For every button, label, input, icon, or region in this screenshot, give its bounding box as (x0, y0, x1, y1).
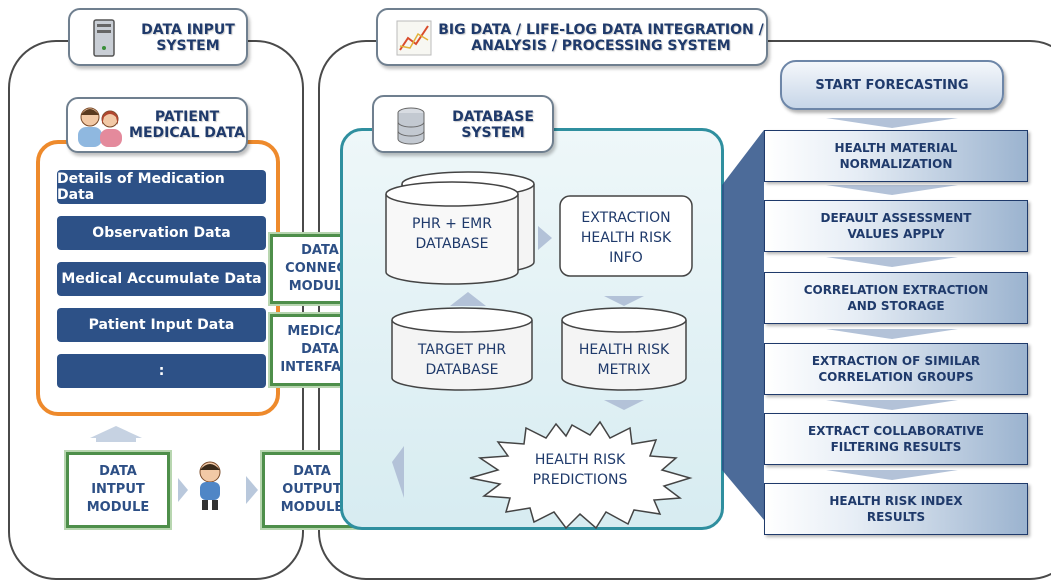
arrow-phr-to-extraction (538, 226, 552, 250)
predictions-line2: PREDICTIONS (533, 472, 628, 488)
step2-line2: VALUES APPLY (847, 227, 945, 241)
left-arrows-layer (90, 426, 258, 504)
data-connect-line1: DATA (301, 243, 339, 258)
forecast-step-normalization: HEALTH MATERIAL NORMALIZATION (764, 130, 1028, 182)
extraction-health-risk-box (559, 195, 693, 277)
extraction-line2: HEALTH RISK (581, 230, 672, 246)
chart-icon (396, 20, 432, 56)
data-output-line2: OUTPUT (282, 482, 342, 497)
arrow-target-to-phr (450, 292, 486, 306)
medication-data-row: Details of Medication Data (57, 170, 266, 204)
medical-data-interface-line1: MEDICAL (287, 324, 353, 339)
medical-data-interface-line3: INTERFACE (280, 360, 360, 375)
health-risk-metrix-cylinder (561, 307, 687, 391)
arrow-start-to-step1 (826, 118, 958, 128)
server-icon (93, 19, 115, 57)
data-output-line3: MODULE (280, 500, 344, 515)
database-icon (397, 107, 425, 145)
arrow-step3-to-step4 (826, 329, 958, 339)
step3-line1: CORRELATION EXTRACTION (803, 283, 989, 297)
data-intput-module: DATA INTPUT MODULE (64, 450, 172, 530)
big-data-system-title-box: BIG DATA / LIFE-LOG DATA INTEGRATION / A… (376, 8, 768, 66)
forecast-step-collaborative-filtering: EXTRACT COLLABORATIVE FILTERING RESULTS (764, 413, 1028, 465)
big-data-title-line2: ANALYSIS / PROCESSING SYSTEM (471, 38, 731, 54)
data-intput-line1: DATA (99, 464, 137, 479)
target-phr-line1: TARGET PHR (417, 342, 506, 358)
health-risk-predictions-starburst (469, 420, 693, 530)
step6-line2: RESULTS (866, 510, 926, 524)
step5-line1: EXTRACT COLLABORATIVE (808, 424, 984, 438)
patient-title-line1: PATIENT (154, 109, 220, 125)
arrow-to-data-output (392, 446, 404, 498)
up-arrow-to-patient-data (90, 426, 142, 438)
big-data-title-line1: BIG DATA / LIFE-LOG DATA INTEGRATION / (438, 22, 764, 38)
medical-accumulate-data-row: Medical Accumulate Data (57, 262, 266, 296)
arrow-step1-to-step2 (826, 185, 958, 195)
data-input-system-title-box: DATA INPUT SYSTEM (68, 8, 248, 66)
patients-icon (78, 107, 122, 147)
extraction-line1: EXTRACTION (581, 210, 670, 226)
data-output-line1: DATA (293, 464, 331, 479)
database-title-line2: SYSTEM (461, 125, 525, 141)
start-forecasting-step: START FORECASTING (780, 60, 1004, 110)
left-arrow-from-output (246, 476, 258, 504)
forecast-step-similar-groups: EXTRACTION OF SIMILAR CORRELATION GROUPS (764, 343, 1028, 395)
data-intput-line2: INTPUT (91, 482, 145, 497)
forecast-step-default-assessment: DEFAULT ASSESSMENT VALUES APPLY (764, 200, 1028, 252)
phr-emr-line1: PHR + EMR (412, 216, 492, 232)
data-connect-line2: CONNECT (285, 261, 355, 276)
metrix-line1: HEALTH RISK (579, 342, 670, 358)
predictions-line1: HEALTH RISK (535, 452, 626, 468)
data-intput-line3: MODULE (86, 500, 150, 515)
db-to-forecasting-connector (722, 130, 764, 520)
observation-data-row: Observation Data (57, 216, 266, 250)
data-input-system-title-line1: DATA INPUT (141, 22, 235, 38)
left-arrow-to-input (178, 478, 188, 502)
extraction-line3: INFO (609, 250, 643, 266)
more-data-row: : (57, 354, 266, 388)
step2-line1: DEFAULT ASSESSMENT (820, 211, 972, 225)
target-phr-line2: DATABASE (426, 362, 499, 378)
step4-line1: EXTRACTION OF SIMILAR (811, 354, 981, 368)
step5-line2: FILTERING RESULTS (830, 440, 962, 454)
arrow-extraction-to-metrix (604, 296, 644, 306)
forecast-step-correlation-extraction: CORRELATION EXTRACTION AND STORAGE (764, 272, 1028, 324)
step1-line1: HEALTH MATERIAL (834, 141, 958, 155)
data-connect-line3: MODULE (288, 279, 352, 294)
patient-medical-data-title-box: PATIENT MEDICAL DATA (66, 97, 248, 153)
arrow-step5-to-step6 (826, 470, 958, 480)
arrow-step2-to-step3 (826, 257, 958, 267)
patient-input-data-row: Patient Input Data (57, 308, 266, 342)
arrow-step4-to-step5 (826, 400, 958, 410)
arrow-metrix-to-predictions (604, 400, 644, 410)
data-input-system-title-line2: SYSTEM (156, 38, 220, 54)
patient-title-line2: MEDICAL DATA (129, 125, 245, 141)
database-system-title-box: DATABASE SYSTEM (372, 95, 554, 153)
database-diagram: PHR + EMR DATABASE EXTRACTION HEALTH RIS… (385, 118, 958, 530)
person-icon (199, 461, 221, 510)
step4-line2: CORRELATION GROUPS (818, 370, 974, 384)
database-title-line1: DATABASE (452, 109, 534, 125)
step6-line1: HEALTH RISK INDEX (829, 494, 963, 508)
step1-line2: NORMALIZATION (839, 157, 953, 171)
phr-emr-database-cylinder (385, 171, 535, 285)
forecast-step-risk-index-results: HEALTH RISK INDEX RESULTS (764, 483, 1028, 535)
step3-line2: AND STORAGE (847, 299, 945, 313)
metrix-line2: METRIX (598, 362, 651, 378)
phr-emr-line2: DATABASE (416, 236, 489, 252)
medical-data-interface-line2: DATA (301, 342, 339, 357)
target-phr-database-cylinder (391, 307, 533, 391)
